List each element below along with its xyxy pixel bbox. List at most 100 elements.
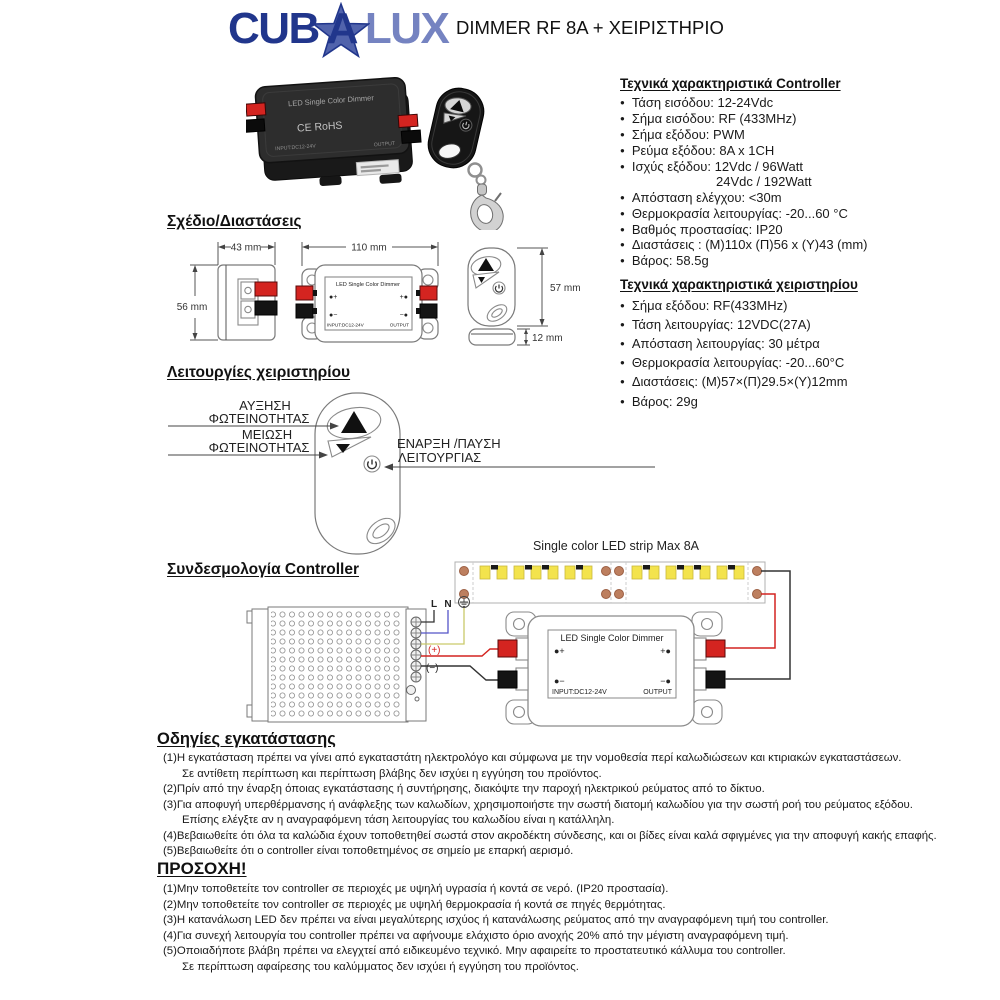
dims-output-minus: −● <box>400 312 408 319</box>
spec-item: Διαστάσεις : (Μ)110x (Π)56 x (Υ)43 (mm) <box>620 237 998 253</box>
install-heading: Οδηγίες εγκατάστασης <box>157 730 336 748</box>
wiring-diagram: Single color LED strip Max 8A <box>246 539 791 727</box>
brand-logo: CUB A LUX <box>228 1 450 59</box>
dims-input-label: INPUT:DC12-24V <box>327 323 365 328</box>
spec-item: Βάρος: 29g <box>620 392 998 411</box>
up-triangle-button <box>341 411 367 433</box>
dim-remote-height: 57 mm <box>550 283 581 294</box>
caution-line: (2)Μην τοποθετείτε τον controller σε περ… <box>163 898 666 911</box>
wire-dc-plus <box>421 648 498 657</box>
spec-item: Τάση εισόδου: 12-24Vdc <box>620 95 998 111</box>
label-neutral: N <box>444 599 451 610</box>
spec-item: Απόσταση λειτουργίας: 30 μέτρα <box>620 334 998 353</box>
dims-output-label: OUTPUT <box>390 323 409 328</box>
power-label-line1: ΕΝΑΡΞΗ /ΠΑΥΣΗ <box>397 436 501 451</box>
install-instructions: (1)Η εγκατάσταση πρέπει να γίνει από εγκ… <box>163 751 937 860</box>
dims-input-plus: ●+ <box>329 294 337 301</box>
terminal-red <box>419 285 438 301</box>
spec-item: Θερμοκρασία λειτουργίας: -20...60°C <box>620 353 998 372</box>
functions-heading: Λειτουργίες χειριστηρίου <box>167 364 351 381</box>
increase-label-line1: ΑΥΞΗΣΗ <box>239 398 291 413</box>
caution-line: (5)Οποιαδήποτε βλάβη πρέπει να ελεγχτεί … <box>163 945 786 957</box>
controller-output-label: OUTPUT <box>643 689 673 696</box>
controller-specs-list: Τάση εισόδου: 12-24Vdc Σήμα εισόδου: RF … <box>620 95 998 269</box>
controller: LED Single Color Dimmer ●+ +● ●− −● INPU… <box>497 611 726 727</box>
up-triangle-button <box>478 258 494 271</box>
spec-item-continuation: 24Vdc / 192Watt <box>716 174 812 190</box>
photo-ce-mark: CE RoHS <box>297 119 343 134</box>
caution-line: (3)Η κατανάλωση LED δεν πρέπει να είναι … <box>163 914 829 926</box>
increase-label-line2: ΦΩΤΕΙΝΟΤΗΤΑΣ <box>209 411 310 426</box>
spec-item: Βαθμός προστασίας: IP20 <box>620 221 998 237</box>
terminal-red <box>497 639 518 658</box>
led-chips <box>479 565 745 580</box>
photo-output-label: OUTPUT <box>374 141 397 149</box>
install-line: (3)Για αποφυγή υπερθέρμανσης ή ανάφλεξης… <box>163 798 913 811</box>
wire-output-minus <box>725 570 791 680</box>
install-line: Επίσης ελέγξτε αν η αναγραφόμενη τάση λε… <box>182 814 615 826</box>
dim-height-side: 56 mm <box>177 302 208 313</box>
caution-list: (1)Μην τοποθετείτε τον controller σε περ… <box>163 882 829 975</box>
install-line: (2)Πρίν από την έναρξη όποιας εγκατάστασ… <box>163 783 765 795</box>
terminal-black <box>419 303 438 319</box>
spec-item: Σήμα εξόδου: PWM <box>620 127 998 143</box>
terminal-black <box>295 303 314 319</box>
decrease-label-line1: ΜΕΙΩΣΗ <box>242 427 292 442</box>
wire-dc-minus <box>421 665 498 681</box>
terminal-red <box>295 285 314 301</box>
controller-input-plus: ●+ <box>554 646 565 656</box>
dimensions-drawing: 43 mm 56 mm 110 mm LED Single Color Dimm… <box>177 242 581 346</box>
dimensions-heading: Σχέδιο/Διαστάσεις <box>167 213 302 230</box>
logo-text-lux: LUX <box>364 4 450 53</box>
terminal-black <box>254 300 278 316</box>
remote-specs-heading: Τεχνικά χαρακτηριστικά χειριστηρίου <box>620 276 858 292</box>
wire-output-plus <box>725 593 776 649</box>
down-triangle-button <box>478 277 485 283</box>
install-line: (5)Βεβαιωθείτε ότι ο controller είναι το… <box>163 845 574 857</box>
spec-item: Βάρος: 58.5g <box>620 253 998 269</box>
down-triangle-button <box>336 444 350 453</box>
star-icon <box>310 1 371 60</box>
psu-screw-terminals <box>406 616 422 702</box>
photo-input-label: INPUT:DC12-24V <box>275 143 317 152</box>
dim-remote-depth: 12 mm <box>532 333 563 344</box>
logo-letter-a: A <box>310 1 371 59</box>
dim-width-side: 43 mm <box>231 243 262 254</box>
specs-column: Τεχνικά χαρακτηριστικά Controller Τάση ε… <box>620 76 998 411</box>
photo-terminal-red-right <box>397 113 419 129</box>
controller-input-label: INPUT:DC12-24V <box>552 689 607 696</box>
logo-text-cub: CUB <box>228 4 320 53</box>
spec-item: Τάση λειτουργίας: 12VDC(27A) <box>620 315 998 334</box>
product-photo: LED Single Color Dimmer CE RoHS INPUT:DC… <box>246 76 504 230</box>
spec-item: Σήμα εισόδου: RF (433MHz) <box>620 111 998 127</box>
spec-item: Ρεύμα εξόδου: 8A x 1CH <box>620 142 998 158</box>
label-line: L <box>431 599 437 610</box>
controller-input-minus: ●− <box>554 676 565 686</box>
spec-item: Ισχύς εξόδου: 12Vdc / 96Watt <box>620 158 998 174</box>
earth-icon <box>458 596 470 608</box>
install-line: (4)Βεβαιωθείτε ότι όλα τα καλώδια έχουν … <box>163 829 937 842</box>
terminal-red <box>705 639 726 658</box>
keychain-clasp <box>467 162 504 230</box>
remote-specs-list: Σήμα εξόδου: RF(433MHz) Τάση λειτουργίας… <box>620 296 998 411</box>
up-triangle-button <box>450 100 464 113</box>
label-plus: (+) <box>428 645 441 656</box>
strip-label: Single color LED strip Max 8A <box>533 539 700 553</box>
install-line: Σε αντίθετη περίπτωση και περίπτωση βλάβ… <box>182 767 602 780</box>
caution-line: (1)Μην τοποθετείτε τον controller σε περ… <box>163 883 669 895</box>
spec-item: Διαστάσεις: (Μ)57×(Π)29.5×(Υ)12mm <box>620 372 998 391</box>
wiring-heading: Συνδεσμολογία Controller <box>167 561 359 578</box>
photo-terminal-black-right <box>400 129 422 144</box>
spec-item: Σήμα εξόδου: RF(433MHz) <box>620 296 998 315</box>
power-label-line2: ΛΕΙΤΟΥΡΓΙΑΣ <box>398 450 481 465</box>
power-supply <box>246 606 427 723</box>
install-line: (1)Η εγκατάσταση πρέπει να γίνει από εγκ… <box>163 752 902 764</box>
decrease-label-line2: ΦΩΤΕΙΝΟΤΗΤΑΣ <box>209 440 310 455</box>
spec-item: Θερμοκρασία λειτουργίας: -20...60 °C <box>620 205 998 221</box>
dims-output-plus: +● <box>400 294 408 301</box>
controller-output-minus: −● <box>660 676 671 686</box>
caution-line: (4)Για συνεχή λειτουργία του controller … <box>163 929 789 942</box>
terminal-black <box>497 670 518 689</box>
wire-earth <box>421 608 465 645</box>
